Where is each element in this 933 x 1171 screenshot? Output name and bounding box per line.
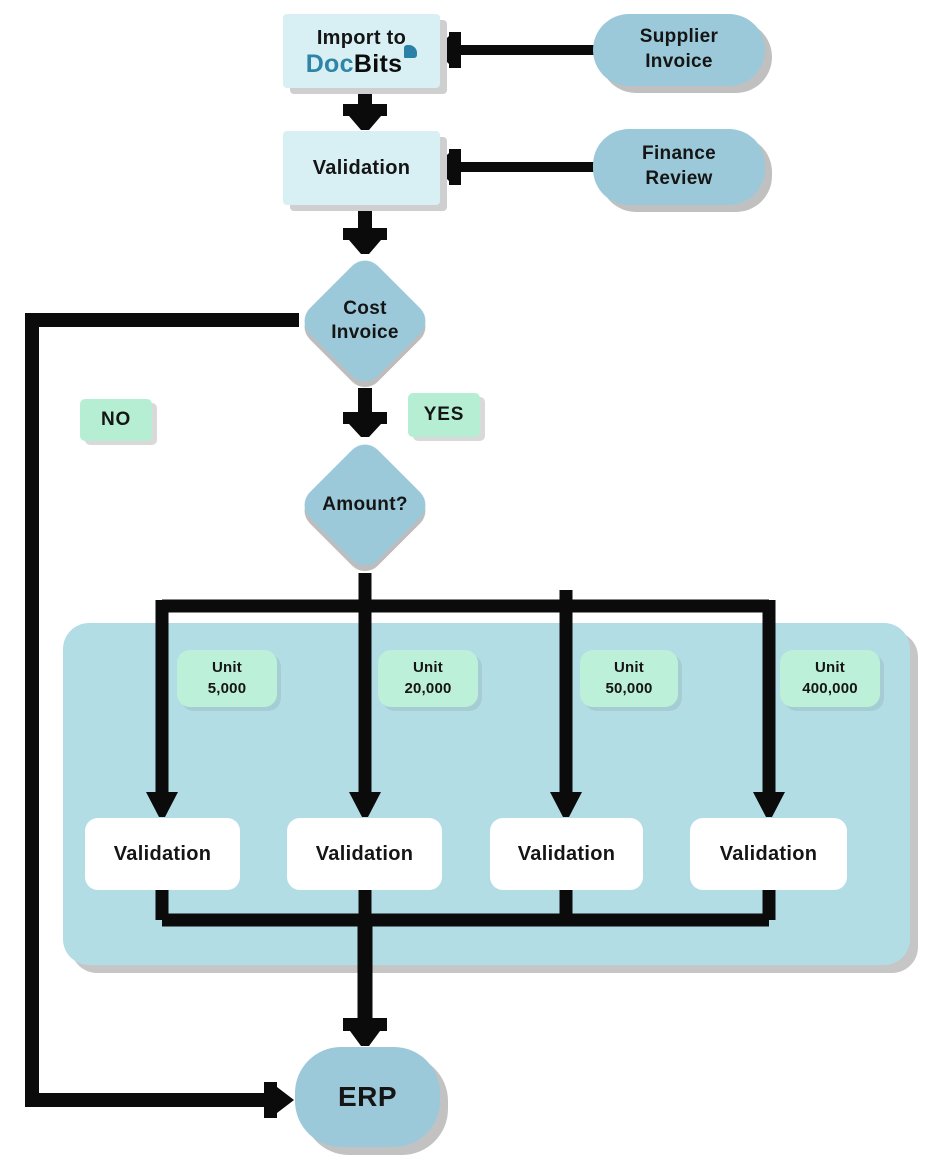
unit-4-line2: 400,000: [802, 679, 858, 697]
unit-3-line2: 50,000: [605, 679, 653, 697]
finance-review-line1: Finance: [642, 143, 716, 165]
arrowhead-validation-top: [435, 149, 461, 185]
validation-box-3: Validation: [490, 818, 643, 890]
finance-review-line2: Review: [645, 168, 713, 189]
unit-1-line1: Unit: [212, 659, 242, 677]
edge-merge-rail: [155, 890, 776, 927]
docbits-logo-bits: Bits: [353, 49, 403, 78]
unit-2-line2: 20,000: [404, 679, 452, 697]
unit-1-line2: 5,000: [207, 679, 247, 697]
supplier-invoice-node: Supplier Invoice: [593, 14, 765, 86]
unit-20000-tag: Unit 20,000: [378, 650, 478, 707]
validation-3-label: Validation: [517, 842, 616, 865]
erp-node: ERP: [295, 1047, 440, 1147]
docbits-logo-doc: Doc: [305, 49, 354, 78]
no-branch-tag: NO: [80, 399, 152, 441]
arrowhead-branch-2: [349, 792, 381, 817]
unit-3-line1: Unit: [614, 659, 644, 677]
arrowhead-down-1: [343, 104, 387, 130]
validation-4-label: Validation: [719, 842, 818, 865]
supplier-invoice-line2: Invoice: [645, 51, 713, 72]
unit-400000-tag: Unit 400,000: [780, 650, 880, 707]
validation-box-4: Validation: [690, 818, 847, 890]
no-label: NO: [100, 409, 132, 430]
yes-branch-tag: YES: [408, 393, 480, 437]
arrowhead-branch-1: [146, 792, 178, 817]
arrowhead-branch-4: [753, 792, 785, 817]
amount-label: Amount?: [322, 494, 408, 516]
unit-50000-tag: Unit 50,000: [580, 650, 678, 707]
validation-top-node: Validation: [283, 131, 440, 205]
docbits-logo-mark-icon: [404, 44, 418, 58]
finance-review-node: Finance Review: [593, 129, 765, 205]
erp-label: ERP: [337, 1081, 398, 1112]
cost-invoice-label: Cost Invoice: [297, 285, 433, 357]
arrowhead-erp-right: [264, 1082, 294, 1118]
validation-box-1: Validation: [85, 818, 240, 890]
edge-no-path: [25, 313, 299, 1107]
validation-1-label: Validation: [113, 842, 212, 865]
import-to-label: Import to: [316, 26, 407, 49]
unit-5000-tag: Unit 5,000: [177, 650, 277, 707]
edge-branch-rail: [155, 573, 776, 800]
arrowhead-down-3: [343, 412, 387, 437]
supplier-invoice-line1: Supplier: [639, 26, 719, 48]
cost-invoice-line2: Invoice: [331, 322, 399, 343]
unit-2-line1: Unit: [413, 659, 443, 677]
arrowhead-erp-down: [343, 1018, 387, 1046]
cost-invoice-line1: Cost: [343, 298, 387, 320]
validation-box-2: Validation: [287, 818, 442, 890]
validation-2-label: Validation: [315, 842, 414, 865]
arrowhead-import: [435, 32, 461, 68]
arrowhead-branch-3: [550, 792, 582, 817]
arrowhead-down-2: [343, 228, 387, 254]
amount-label-wrap: Amount?: [297, 469, 433, 541]
unit-4-line1: Unit: [815, 659, 845, 677]
validation-top-label: Validation: [312, 157, 411, 179]
yes-label: YES: [423, 404, 465, 425]
